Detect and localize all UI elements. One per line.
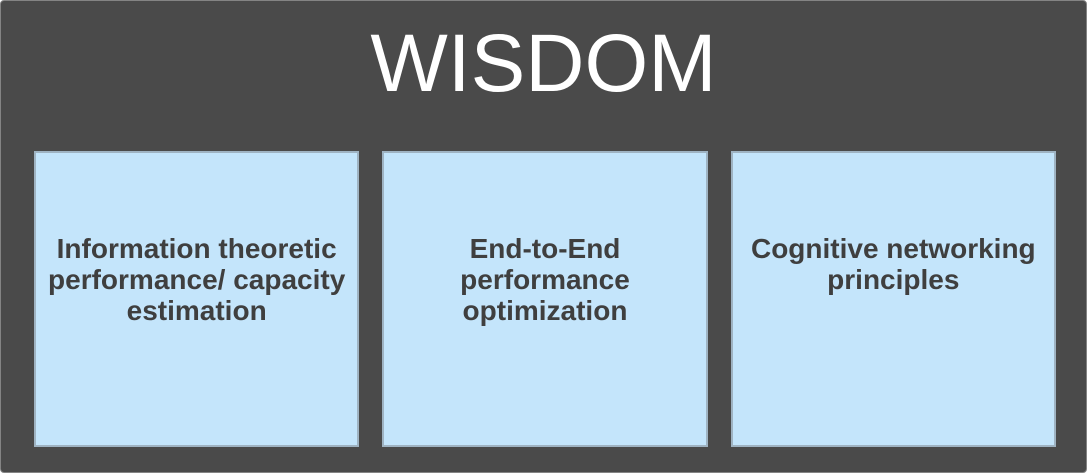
concept-box-end-to-end: End-to-End performance optimization (382, 151, 708, 447)
concept-box-label: Information theoretic performance/ capac… (48, 233, 346, 326)
concept-box-information-theoretic: Information theoretic performance/ capac… (34, 151, 360, 447)
concept-box-cognitive-networking: Cognitive networking principles (730, 151, 1056, 447)
slide-title: WISDOM (370, 18, 717, 109)
concept-box-label: Cognitive networking principles (750, 233, 1036, 295)
concept-box-label: End-to-End performance optimization (460, 233, 630, 326)
concept-boxes-row: Information theoretic performance/ capac… (34, 151, 1056, 447)
